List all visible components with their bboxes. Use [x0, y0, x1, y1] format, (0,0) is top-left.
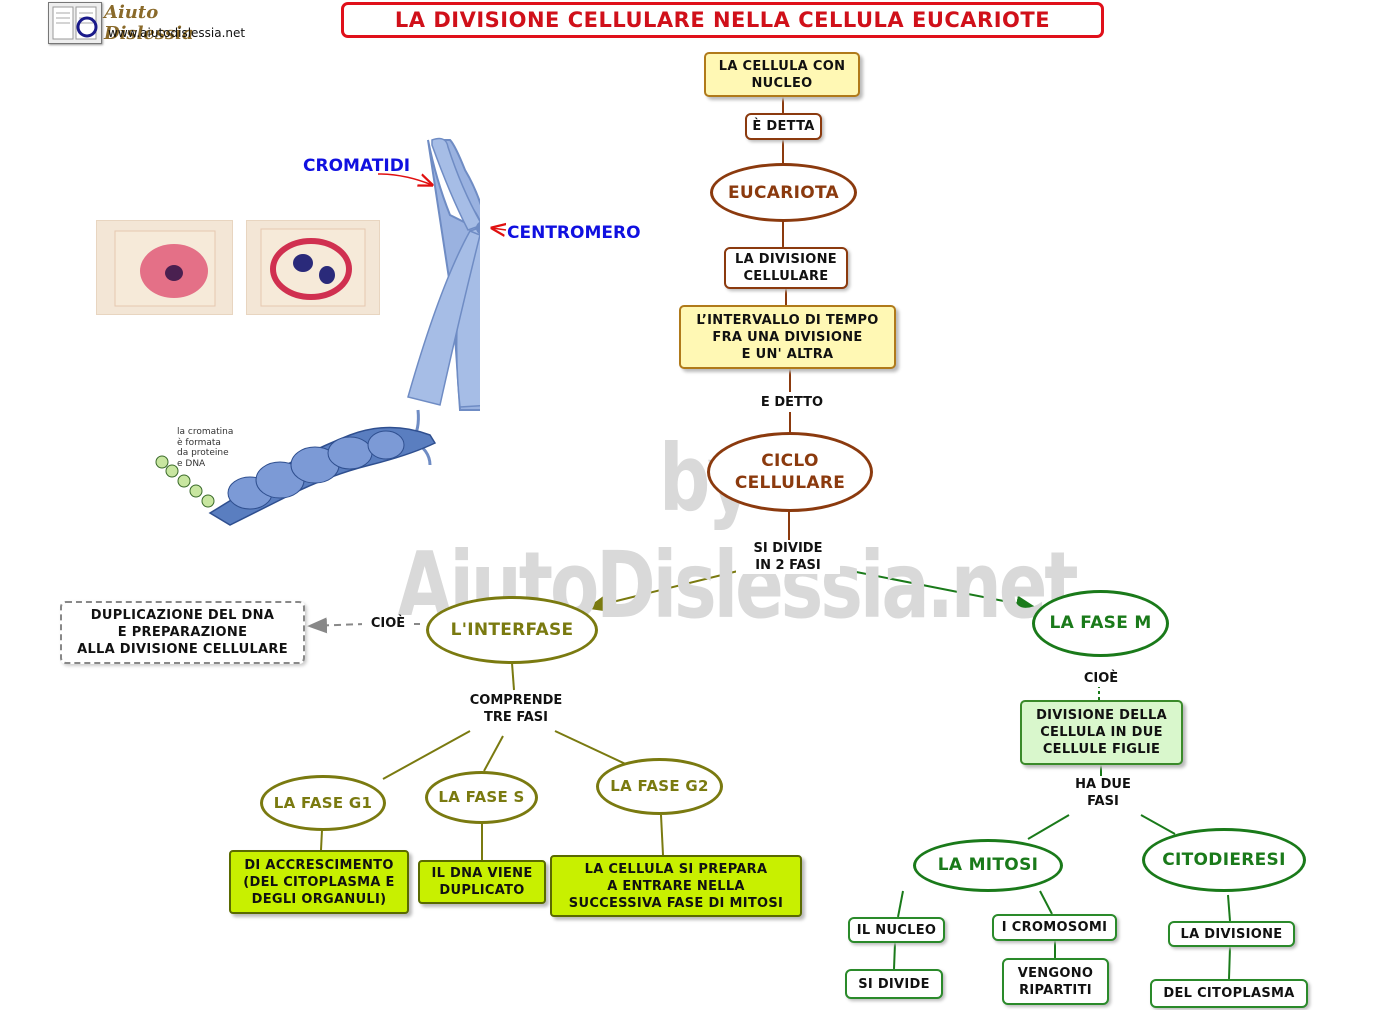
node-eucariota[interactable]: EUCARIOTA	[710, 163, 857, 222]
label-si-divide: SI DIVIDE IN 2 FASI	[736, 540, 840, 574]
label-cioe-right: CIOÈ	[1074, 670, 1128, 687]
node-cellula-con-nucleo[interactable]: LA CELLULA CON NUCLEO	[704, 52, 860, 97]
logo-name: Aiuto Dislessia	[104, 2, 194, 44]
fase-m-lines	[835, 567, 1231, 980]
logo[interactable]: Aiuto Dislessia www.aiutodislessia.net	[48, 0, 253, 46]
node-fase-s[interactable]: LA FASE S	[425, 771, 538, 824]
node-intervallo[interactable]: L’INTERVALLO DI TEMPO FRA UNA DIVISIONE …	[679, 305, 896, 369]
trunk-lines	[782, 97, 791, 540]
cell-photo-2	[246, 220, 380, 315]
node-si-divide[interactable]: SI DIVIDE	[845, 969, 943, 999]
node-citodieresi[interactable]: CITODIERESI	[1142, 828, 1306, 892]
label-centromero: CENTROMERO	[507, 223, 641, 243]
chromatin-caption: la cromatina è formata da proteine e DNA	[177, 427, 234, 469]
node-vengono-ripartiti[interactable]: VENGONO RIPARTITI	[1002, 958, 1109, 1005]
node-s-desc[interactable]: IL DNA VIENE DUPLICATO	[418, 860, 546, 904]
dashed-arrow	[307, 617, 366, 634]
interfase-lines	[320, 570, 739, 860]
label-cromatidi: CROMATIDI	[303, 156, 411, 176]
label-comprende: COMPRENDE TRE FASI	[458, 692, 574, 726]
node-e-detta[interactable]: È DETTA	[745, 113, 822, 140]
node-g1-desc[interactable]: DI ACCRESCIMENTO (DEL CITOPLASMA E DEGLI…	[229, 850, 409, 914]
node-duplicazione[interactable]: DUPLICAZIONE DEL DNA E PREPARAZIONE ALLA…	[60, 601, 305, 664]
label-e-detto: E DETTO	[755, 394, 829, 411]
node-del-citoplasma[interactable]: DEL CITOPLASMA	[1150, 979, 1308, 1008]
node-divisione-cellulare[interactable]: LA DIVISIONE CELLULARE	[724, 247, 848, 289]
node-fase-m[interactable]: LA FASE M	[1032, 590, 1169, 657]
node-il-nucleo[interactable]: IL NUCLEO	[848, 917, 945, 943]
node-ciclo-cellulare[interactable]: CICLO CELLULARE	[707, 432, 873, 512]
label-ha-due-fasi: HA DUE FASI	[1062, 776, 1144, 810]
node-mitosi[interactable]: LA MITOSI	[913, 839, 1063, 892]
node-divisione-due[interactable]: DIVISIONE DELLA CELLULA IN DUE CELLULE F…	[1020, 700, 1183, 765]
node-fase-g1[interactable]: LA FASE G1	[260, 775, 386, 831]
node-interfase[interactable]: L'INTERFASE	[426, 596, 598, 664]
node-i-cromosomi[interactable]: I CROMOSOMI	[992, 914, 1117, 941]
book-icon	[48, 2, 102, 44]
node-la-divisione[interactable]: LA DIVISIONE	[1168, 921, 1295, 947]
cell-photo-1	[96, 220, 233, 315]
logo-url: www.aiutodislessia.net	[108, 26, 246, 40]
page-title: LA DIVISIONE CELLULARE NELLA CELLULA EUC…	[341, 2, 1104, 38]
node-g2-desc[interactable]: LA CELLULA SI PREPARA A ENTRARE NELLA SU…	[550, 855, 802, 917]
chromosome-illustration	[155, 137, 480, 526]
label-cioe-left: CIOÈ	[362, 615, 414, 632]
node-fase-g2[interactable]: LA FASE G2	[596, 758, 723, 815]
